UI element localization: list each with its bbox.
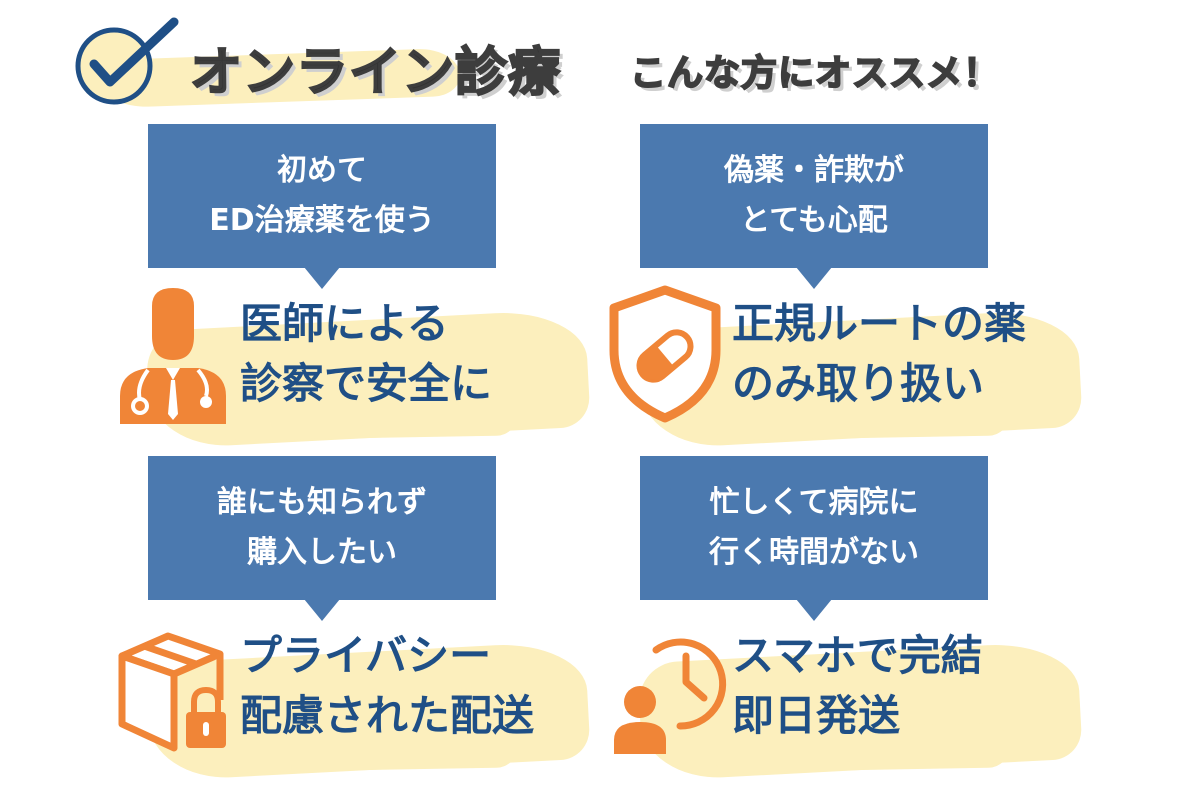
concern-bubble: 誰にも知られず 購入したい [148,456,496,600]
header: オンライン診療 こんな方にオススメ！ [0,0,1200,115]
concern-bubble: 偽薬・詐欺が とても心配 [640,124,988,268]
benefit-line: 即日発送 [732,691,901,740]
recommend-card-fake-drug: 偽薬・詐欺が とても心配 正規ルートの薬 のみ取り扱い [600,124,1120,454]
recommend-card-busy: 忙しくて病院に 行く時間がない スマホで完結 即日発送 [600,456,1120,786]
benefit-line: のみ取り扱い [732,359,985,408]
clock-person-icon [614,638,727,754]
concern-line: 誰にも知られず [217,485,427,520]
check-circle-icon [75,17,179,105]
concern-line: 偽薬・詐欺が [724,153,904,188]
benefit-text: スマホで完結 即日発送 [732,626,983,746]
bubble-tail [304,267,340,289]
page-subtitle: こんな方にオススメ！ [629,52,1001,95]
doctor-icon [120,288,226,424]
concern-line: とても心配 [740,203,888,238]
benefit-line: 診察で安全に [240,359,493,408]
box-lock-icon [118,632,226,752]
shield-pill-icon [609,285,721,423]
bubble-tail [796,599,832,621]
benefit-line: スマホで完結 [732,631,983,680]
concern-line: 行く時間がない [709,535,919,570]
concern-line: 初めて [277,153,367,188]
concern-line: 忙しくて病院に [709,485,919,520]
concern-line: 購入したい [247,535,397,570]
benefit-line: 配慮された配送 [240,691,535,740]
bubble-tail [796,267,832,289]
benefit-text: プライバシー 配慮された配送 [240,626,534,746]
bubble-tail [304,599,340,621]
benefit-line: プライバシー [240,631,492,680]
benefit-text: 正規ルートの薬 のみ取り扱い [732,294,1026,414]
page-title: オンライン診療 [189,42,562,104]
benefit-line: 医師による [240,299,449,348]
concern-bubble: 忙しくて病院に 行く時間がない [640,456,988,600]
concern-line: ED治療薬を使う [209,203,435,238]
benefit-text: 医師による 診察で安全に [240,294,492,414]
recommend-card-first-time: 初めて ED治療薬を使う 医師による 診察で安全に [108,124,628,454]
benefit-line: 正規ルートの薬 [732,299,1027,348]
recommend-card-privacy: 誰にも知られず 購入したい プライバシー 配慮された配送 [108,456,628,786]
concern-bubble: 初めて ED治療薬を使う [148,124,496,268]
